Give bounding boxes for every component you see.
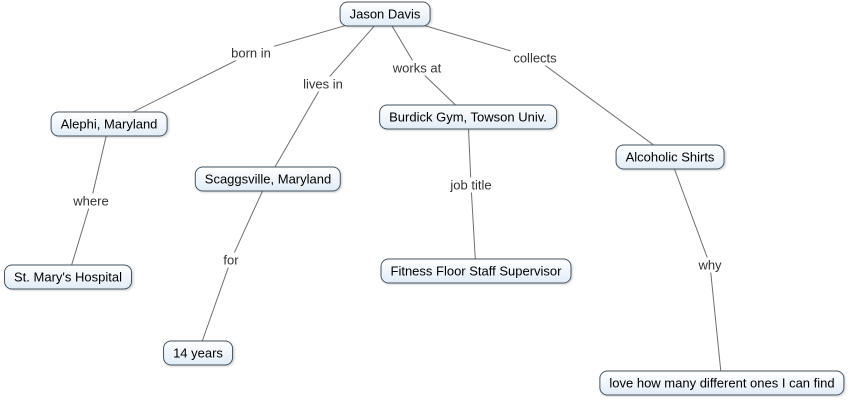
concept-node-scaggsville[interactable]: Scaggsville, Maryland bbox=[194, 166, 342, 192]
concept-node-love-how-many[interactable]: love how many different ones I can find bbox=[599, 370, 845, 396]
edge-label-why[interactable]: why bbox=[695, 257, 725, 273]
edge-label-lives-in[interactable]: lives in bbox=[300, 76, 346, 92]
concept-node-jason-davis[interactable]: Jason Davis bbox=[339, 1, 431, 27]
concept-node-alephi-maryland[interactable]: Alephi, Maryland bbox=[50, 111, 168, 137]
edge-label-job-title[interactable]: job title bbox=[447, 177, 495, 193]
concept-node-burdick-gym[interactable]: Burdick Gym, Towson Univ. bbox=[379, 104, 557, 130]
edge-label-for[interactable]: for bbox=[220, 252, 242, 268]
concept-node-fitness-floor[interactable]: Fitness Floor Staff Supervisor bbox=[380, 258, 572, 284]
concept-node-alcoholic-shirts[interactable]: Alcoholic Shirts bbox=[615, 144, 725, 170]
edge-label-born-in[interactable]: born in bbox=[228, 45, 274, 61]
edge-label-where[interactable]: where bbox=[70, 193, 112, 209]
edge-label-collects[interactable]: collects bbox=[510, 50, 560, 66]
edge-label-works-at[interactable]: works at bbox=[389, 60, 445, 76]
concept-node-st-marys[interactable]: St. Mary's Hospital bbox=[4, 264, 132, 290]
concept-node-fourteen-years[interactable]: 14 years bbox=[163, 340, 233, 366]
